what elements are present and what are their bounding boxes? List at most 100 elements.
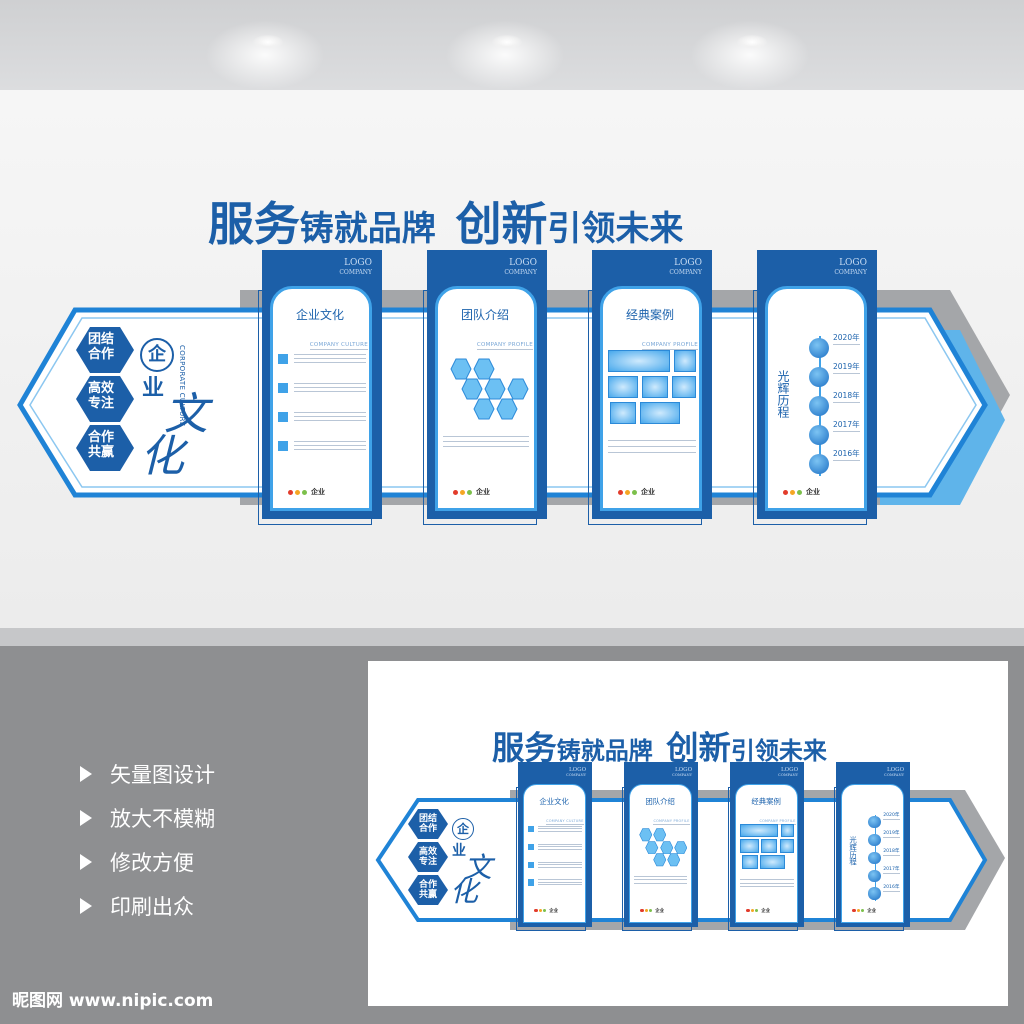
text-line: [443, 446, 529, 447]
text-line: [634, 882, 688, 884]
headline-part2: 铸就品牌: [299, 209, 436, 249]
text-line: [634, 879, 688, 881]
hexagon-tile: [473, 358, 495, 380]
panel-title: 企业文化: [539, 797, 569, 807]
floor-strip: [0, 628, 1024, 646]
timeline-dot: [809, 425, 829, 445]
timeline-year: 2019年: [833, 361, 860, 374]
footer-dot: [288, 489, 293, 495]
panel-company: COMPANY: [672, 773, 693, 778]
case-tile: [610, 402, 636, 424]
footer-dot: [538, 909, 542, 913]
case-tile: [608, 376, 638, 398]
content-icon: [528, 825, 535, 833]
feature-item: 矢量图设计: [80, 752, 215, 796]
timeline-dot: [868, 887, 881, 900]
feature-label: 印刷出众: [110, 895, 194, 919]
preview-badge-char-1: 企: [452, 818, 474, 840]
hexagon-tile: [507, 378, 529, 400]
text-line: [294, 449, 366, 450]
feature-item: 修改方便: [80, 840, 215, 884]
preview-badge-char-3: 文: [464, 851, 493, 884]
panel-subtitle: COMPANY CULTURE: [309, 342, 368, 350]
play-icon: [80, 766, 92, 782]
text-line: [294, 445, 366, 446]
footer-dot: [618, 489, 623, 495]
case-tile: [642, 376, 668, 398]
panel-inner: [523, 784, 587, 923]
hexagon-tile: [484, 378, 506, 400]
hexagon-tile: [673, 841, 687, 854]
content-icon: [528, 843, 535, 850]
text-line: [538, 884, 583, 885]
panel-company: COMPANY: [884, 773, 905, 778]
text-line: [538, 881, 583, 883]
feature-label: 修改方便: [110, 851, 194, 875]
text-line: [634, 876, 688, 877]
content-icon: [528, 861, 535, 868]
panel-inner: [600, 286, 702, 511]
footer-dot: [783, 489, 788, 495]
timeline-year: 2017年: [883, 866, 900, 874]
preview-badge-char-4: 化: [450, 875, 479, 908]
badge-vertical-text: CORPORATE CULTURE: [178, 345, 186, 427]
preview-badge-char-2: 业: [452, 843, 466, 859]
case-tile: [672, 376, 696, 398]
footer-dot: [467, 489, 472, 495]
hexagon-tile: [638, 828, 652, 842]
panel-subtitle: COMPANY CULTURE: [546, 818, 584, 825]
hexagon-tile: [450, 358, 472, 380]
text-line: [443, 441, 529, 442]
preview-headline-part4: 引领未来: [730, 737, 827, 765]
timeline-year: 2020年: [883, 813, 900, 821]
footer-dot: [856, 909, 860, 913]
panel-company: COMPANY: [778, 773, 799, 778]
panel-footer: 企业: [288, 487, 325, 497]
feature-item: 印刷出众: [80, 884, 215, 928]
play-icon: [80, 854, 92, 870]
headline: 服务铸就品牌 创新引领未来: [208, 188, 683, 254]
panel-title: 团队介绍: [460, 308, 509, 322]
text-line: [538, 866, 583, 868]
case-tile: [674, 350, 696, 372]
text-line: [294, 391, 366, 392]
text-line: [294, 441, 366, 442]
badge-hexes: [76, 327, 134, 471]
text-line: [538, 828, 583, 830]
panel-title: 经典案例: [751, 797, 781, 807]
headline-part1: 服务: [208, 197, 300, 251]
text-line: [294, 383, 366, 384]
text-line: [538, 848, 583, 850]
preview-headline-part3: 创新: [666, 729, 731, 767]
timeline-year: 2017年: [833, 419, 860, 432]
timeline-dot: [809, 338, 829, 358]
headline-part4: 引领未来: [547, 209, 684, 249]
badge-item-1: 团结 合作: [87, 332, 114, 362]
panel-company: COMPANY: [566, 773, 587, 778]
footer-dot: [797, 489, 802, 495]
preview-headline-part1: 服务: [492, 729, 557, 767]
timeline-year: 2020年: [833, 332, 860, 345]
timeline-dot: [868, 816, 881, 829]
play-icon: [80, 810, 92, 826]
text-line: [294, 416, 366, 417]
footer-dot: [534, 909, 538, 913]
text-line: [538, 846, 583, 847]
footer-dot: [302, 489, 307, 495]
hexagon-tile: [473, 398, 495, 420]
text-line: [294, 420, 366, 421]
panel-footer: 企业: [852, 908, 876, 914]
spotlight-glow: [690, 20, 810, 90]
panel-company: COMPANY: [339, 269, 372, 276]
hexagon: [76, 425, 134, 471]
timeline-dot: [809, 454, 829, 474]
badge-char-4: 化: [140, 431, 184, 482]
text-line: [740, 882, 795, 884]
